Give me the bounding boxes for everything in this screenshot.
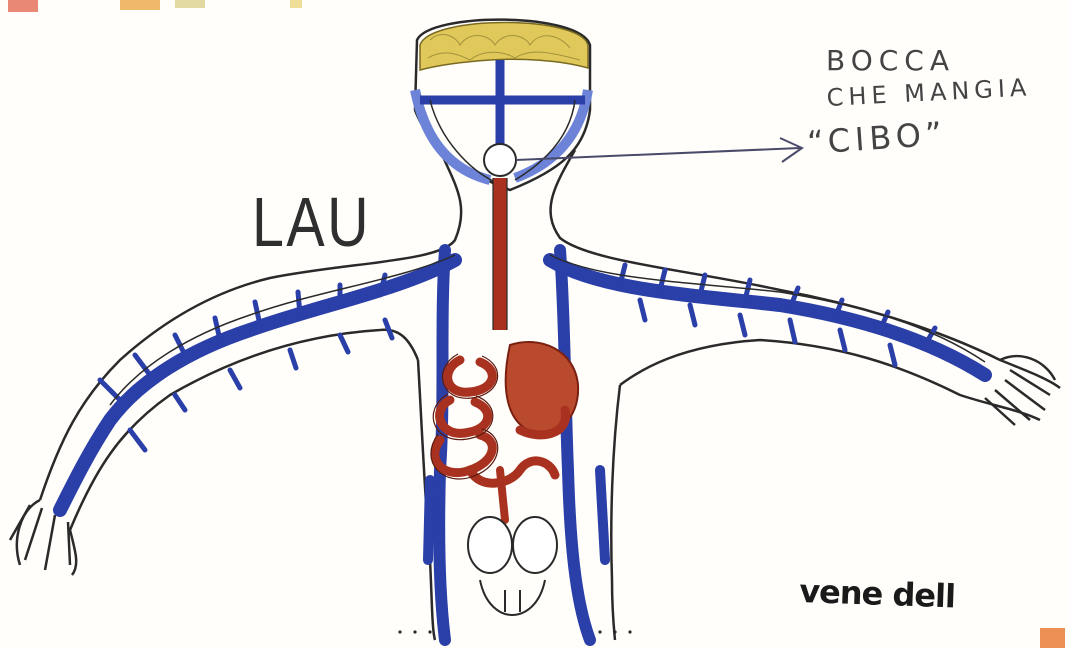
- annotation-line-1: BOCCA: [826, 44, 955, 77]
- child-name-label: LAU: [252, 182, 371, 262]
- paper-specks: [8, 0, 302, 12]
- veins-label: vene dell: [799, 572, 956, 615]
- orange-speck: [1040, 628, 1065, 648]
- lower-organs: [468, 517, 557, 615]
- mouth: [484, 144, 516, 176]
